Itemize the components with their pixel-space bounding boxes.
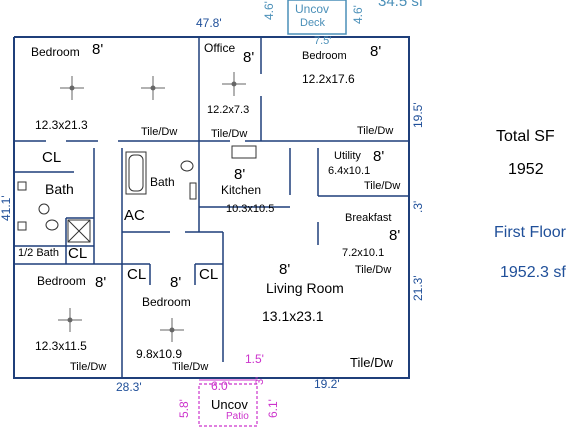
room-size-kitchen: 10.3x10.5 <box>226 203 275 215</box>
room-size-bedroom-sw: 12.3x11.5 <box>35 339 87 353</box>
deck-dim-left: 4.6' <box>262 1 276 20</box>
ceiling-height-bedroom-nw: 8' <box>92 41 104 58</box>
deck-dim-bottom: 7.5' <box>314 35 332 47</box>
ceiling-height-kitchen: 8' <box>234 166 246 183</box>
floor-label: First Floor <box>494 224 566 241</box>
dim-left: 41.1' <box>0 195 13 221</box>
floor-type-bedroom-nw: Tile/Dw <box>141 126 178 138</box>
patio-dim-top: 6.0' <box>211 379 230 393</box>
room-size-bedroom-nw: 12.3x21.3 <box>35 118 88 132</box>
total-sf-label: Total SF <box>496 128 555 145</box>
ceiling-height-office: 8' <box>243 49 255 66</box>
closet-label-lower: CL <box>68 245 88 262</box>
dim-right-upper: 19.5' <box>411 102 425 128</box>
room-name-living: Living Room <box>266 280 344 296</box>
deck-outline <box>287 0 347 35</box>
room-size-utility: 6.4x10.1 <box>328 165 371 177</box>
dim-bottom-left: 28.3' <box>116 380 142 394</box>
ceiling-height-living: 8' <box>279 261 291 278</box>
dim-right-mid: .3' <box>411 200 425 213</box>
floor-type-bedroom-sw: Tile/Dw <box>70 361 107 373</box>
room-size-bedroom-ne: 12.2x17.6 <box>302 72 355 86</box>
room-name-breakfast: Breakfast <box>345 212 392 224</box>
closet-label-bedroom-s-b: CL <box>199 266 219 283</box>
ceiling-height-utility: 8' <box>373 148 385 165</box>
closet-label-bedroom-s-a: CL <box>127 266 147 283</box>
room-name-bedroom-ne: Bedroom <box>302 50 347 62</box>
room-name-ac: AC <box>124 207 145 224</box>
floor-type-utility: Tile/Dw <box>364 180 401 192</box>
deck-sublabel: Deck <box>300 17 326 29</box>
ceiling-height-bedroom-s: 8' <box>170 274 182 291</box>
room-name-bedroom-sw: Bedroom <box>37 274 86 288</box>
patio-sublabel: Patio <box>226 411 249 422</box>
dim-bottom-right: 19.2' <box>314 377 340 391</box>
deck-label: Uncov <box>295 2 330 16</box>
patio-dim-right: 6.1' <box>266 399 280 418</box>
floor-area: 1952.3 sf <box>500 264 566 281</box>
closet-label-upper: CL <box>42 149 62 166</box>
room-name-bedroom-s: Bedroom <box>142 295 191 309</box>
ceiling-height-breakfast: 8' <box>389 227 401 244</box>
floor-type-breakfast: Tile/Dw <box>355 264 392 276</box>
room-size-office: 12.2x7.3 <box>207 104 250 116</box>
floor-type-office: Tile/Dw <box>211 128 248 140</box>
room-name-office: Office <box>204 41 236 55</box>
room-size-bedroom-s: 9.8x10.9 <box>136 347 183 361</box>
patio-label: Uncov <box>211 397 248 412</box>
ceiling-fan-icon <box>58 72 246 342</box>
room-name-kitchen: Kitchen <box>221 183 262 197</box>
deck-dim-right: 4.6' <box>351 5 365 24</box>
dim-top-left: 47.8' <box>196 16 222 30</box>
floor-type-living: Tile/Dw <box>350 355 393 370</box>
room-size-breakfast: 7.2x10.1 <box>342 247 385 259</box>
dim-right-lower: 21.3' <box>411 275 425 301</box>
room-name-bath-mid: Bath <box>150 175 175 189</box>
floor-type-bedroom-ne: Tile/Dw <box>357 125 394 137</box>
patio-dim-left: 5.8' <box>177 399 191 418</box>
room-size-living: 13.1x23.1 <box>262 308 324 324</box>
patio-dim-step: 3' <box>254 376 266 385</box>
bath-fixtures <box>17 145 257 243</box>
deck-area: 34.5 sf <box>378 0 424 10</box>
ceiling-height-bedroom-sw: 8' <box>95 274 107 291</box>
room-name-utility: Utility <box>334 150 361 162</box>
patio-dim-offset: 1.5' <box>245 352 264 366</box>
ceiling-height-bedroom-ne: 8' <box>370 43 382 60</box>
room-name-bedroom-nw: Bedroom <box>31 45 80 59</box>
total-sf-value: 1952 <box>508 161 544 178</box>
room-name-half-bath: 1/2 Bath <box>18 247 59 259</box>
floor-type-bedroom-s: Tile/Dw <box>172 361 209 373</box>
room-name-bath-left: Bath <box>45 181 74 197</box>
interior-walls <box>14 37 409 378</box>
